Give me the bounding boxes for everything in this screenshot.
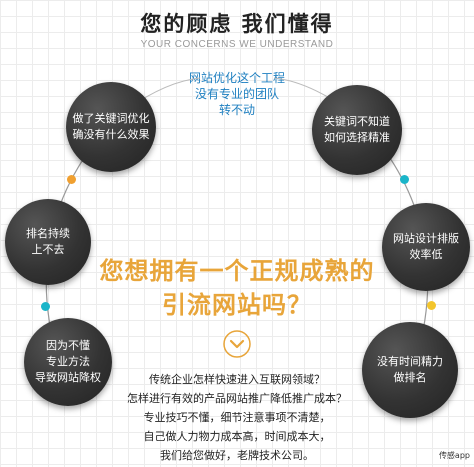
headline-line-1: 您想拥有一个正规成熟的	[99, 257, 375, 285]
headline-line-2: 引流网站吗？	[162, 291, 312, 319]
bubble-line: 专业方法	[46, 355, 90, 368]
body-line: 我们给您做好，老牌技术公司。	[160, 449, 314, 462]
concern-bubble-right-1: 关键词不知道 如何选择精准	[312, 85, 402, 175]
bubble-line: 因为不懂	[46, 339, 90, 352]
page-title: 您的顾虑 我们懂得	[140, 12, 334, 36]
bubble-line: 没有时间精力	[377, 355, 443, 368]
bubble-line: 做排名	[393, 371, 427, 384]
dot-teal	[41, 302, 50, 311]
body-line: 传统企业怎样快速进入互联网领域？	[149, 373, 325, 386]
dot-teal	[400, 175, 409, 184]
top-note-line: 没有专业的团队	[194, 87, 279, 101]
bubble-line: 网站设计排版	[393, 232, 459, 245]
chevron-down-icon	[223, 330, 251, 358]
bubble-line: 关键词不知道	[324, 115, 390, 128]
concern-bubble-right-2: 网站设计排版 效率低	[382, 203, 470, 291]
body-line: 自己做人力物力成本高，时间成本大，	[143, 430, 331, 443]
concern-bubble-left-2: 排名持续 上不去	[5, 199, 91, 285]
body-text: 传统企业怎样快速进入互联网领域？ 怎样进行有效的产品网站推广降低推广成本？ 专业…	[100, 370, 374, 465]
bubble-line: 上不去	[31, 243, 65, 256]
bubble-line: 确没有什么效果	[72, 128, 150, 141]
bubble-line: 效率低	[409, 248, 443, 261]
bubble-line: 导致网站降权	[35, 371, 101, 384]
page-subtitle: YOUR CONCERNS WE UNDERSTAND	[140, 39, 334, 50]
top-note-line: 网站优化这个工程	[188, 71, 285, 85]
dot-yellow	[427, 301, 436, 310]
dot-orange	[67, 175, 76, 184]
body-line: 怎样进行有效的产品网站推广降低推广成本？	[127, 392, 347, 405]
bubble-line: 排名持续	[26, 227, 70, 240]
bubble-line: 做了关键词优化	[72, 112, 150, 125]
top-note-line: 转不动	[218, 103, 255, 117]
concern-bubble-left-1: 做了关键词优化 确没有什么效果	[66, 82, 156, 172]
watermark: 传感app	[438, 451, 470, 460]
bubble-line: 如何选择精准	[324, 131, 390, 144]
concern-bubble-left-3: 因为不懂 专业方法 导致网站降权	[24, 318, 112, 406]
concern-bubble-right-3: 没有时间精力 做排名	[362, 322, 458, 418]
top-note: 网站优化这个工程 没有专业的团队 转不动	[150, 70, 324, 118]
body-line: 专业技巧不懂，细节注意事项不清楚，	[143, 411, 331, 424]
